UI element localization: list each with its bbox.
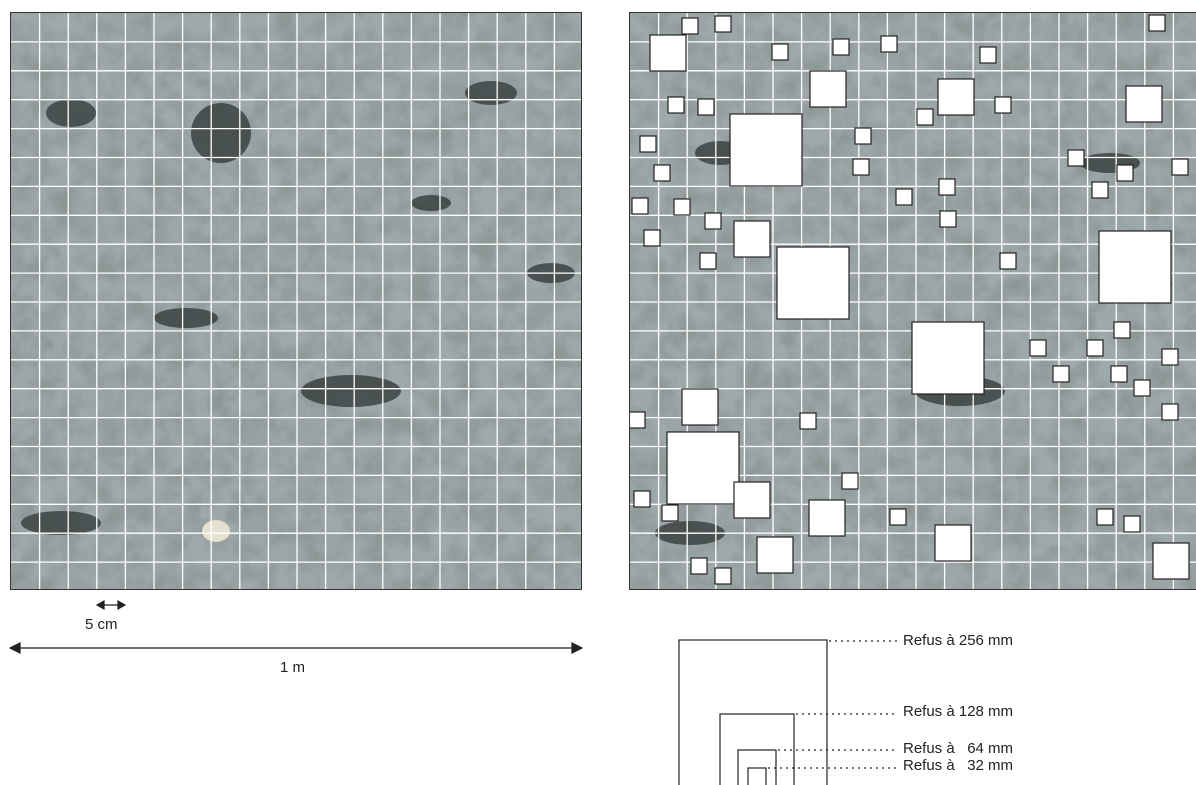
retained-particle-square [729,113,803,187]
retained-particle-square [999,252,1017,270]
retained-particle-square [1116,164,1134,182]
gravel-photo-grid [10,12,582,590]
retained-particle-square [673,198,691,216]
retained-particle-square [1161,403,1179,421]
gravel-photo-grid-annotated [629,12,1196,590]
retained-particle-square [938,178,956,196]
retained-particle-square [697,98,715,116]
retained-particle-square [714,567,732,585]
measurement-grid [11,13,581,589]
scale-1m-label: 1 m [280,659,306,676]
retained-particle-square [1091,181,1109,199]
retained-particle-square [1086,339,1104,357]
gravel-photo-left [11,13,581,589]
retained-particle-square [1110,365,1128,383]
retained-particle-square [667,96,685,114]
scale-5cm-arrow [95,599,127,611]
legend-label-64: Refus à 64 mm [903,740,1014,757]
scale-5cm-label: 5 cm [85,616,118,633]
legend-label-256: Refus à 256 mm [903,632,1014,649]
retained-particle-square [704,212,722,230]
scale-1m-arrow [8,642,584,654]
retained-particle-square [633,490,651,508]
retained-particle-square [832,38,850,56]
legend-label-32: Refus à 32 mm [903,757,1014,774]
legend-leaders [768,640,898,769]
legend-square-256 [678,639,828,785]
retained-particle-square [1098,230,1172,304]
retained-particle-square [1029,339,1047,357]
retained-particle-square [666,431,740,505]
retained-particle-square [631,197,649,215]
legend-square-64 [737,749,777,785]
retained-particle-square [681,388,719,426]
pale-pebble [202,520,230,542]
retained-particle-square [1161,348,1179,366]
legend-squares [678,639,828,785]
retained-particle-square [756,536,794,574]
legend-label-128: Refus à 128 mm [903,703,1014,720]
retained-particle-square [1123,515,1141,533]
retained-particle-square [809,70,847,108]
retained-particle-square [1113,321,1131,339]
legend-square-32 [747,767,767,785]
retained-particle-square [699,252,717,270]
retained-particle-square [934,524,972,562]
retained-particle-square [1171,158,1189,176]
retained-particle-square [1148,14,1166,32]
retained-particle-square [854,127,872,145]
retained-particle-square [771,43,789,61]
retained-particle-square [1067,149,1085,167]
retained-particle-square [911,321,985,395]
retained-particle-square [1133,379,1151,397]
retained-particle-square [649,34,687,72]
retained-particle-square [714,15,732,33]
retained-particle-square [653,164,671,182]
retained-particle-square [681,17,699,35]
retained-particle-square [1125,85,1163,123]
retained-particle-square [808,499,846,537]
gravel-photo-right [630,13,1196,589]
retained-particle-square [1152,542,1190,580]
retained-particle-square [937,78,975,116]
retained-particle-square [630,411,646,429]
retained-particle-square [690,557,708,575]
retained-particle-square [639,135,657,153]
retained-particle-square [776,246,850,320]
retained-particle-square [733,481,771,519]
retained-particle-square [643,229,661,247]
retained-particle-square [733,220,771,258]
retained-particle-square [1052,365,1070,383]
retained-particle-square [939,210,957,228]
retained-particle-square [916,108,934,126]
retained-particle-square [889,508,907,526]
retained-particle-square [799,412,817,430]
retained-particle-square [852,158,870,176]
retained-particle-square [661,504,679,522]
retained-particle-square [895,188,913,206]
retained-particle-squares [630,14,1190,585]
retained-particle-square [1096,508,1114,526]
retained-particle-square [994,96,1012,114]
retained-particle-square [979,46,997,64]
retained-particle-square [841,472,859,490]
legend-square-128 [719,713,795,785]
retained-particle-square [880,35,898,53]
